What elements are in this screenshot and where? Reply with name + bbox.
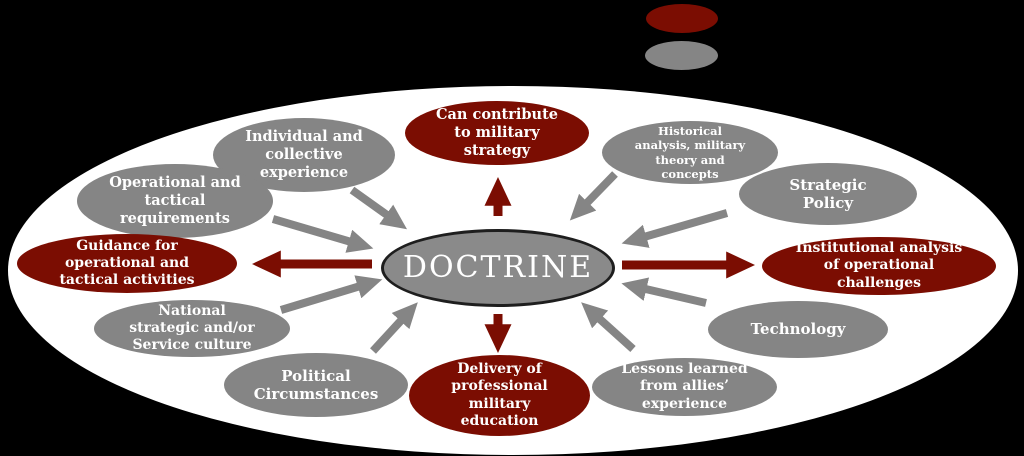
node-technology-label: Technology: [750, 320, 846, 339]
node-historical-label: Historical analysis, military theory and…: [634, 124, 746, 181]
arrow-individual-to-doctrine: [349, 186, 408, 230]
node-lessons: Lessons learned from allies’ experience: [592, 358, 777, 416]
node-political-label: Political Circumstances: [253, 366, 379, 403]
node-can-contribute: Can contribute to military strategy: [405, 101, 589, 165]
node-doctrine: DOCTRINE: [381, 229, 615, 307]
node-strategic-policy: Strategic Policy: [739, 163, 917, 225]
legend-red-ellipse-icon: [646, 4, 718, 33]
arrow-lessons-to-doctrine: [581, 302, 636, 352]
node-lessons-label: Lessons learned from allies’ experience: [621, 361, 748, 412]
arrow-technology-to-doctrine: [621, 277, 707, 307]
node-institutional-label: Institutional analysis of operational ch…: [795, 240, 963, 291]
node-operational-label: Operational and tactical requirements: [109, 174, 241, 227]
legend-gray-ellipse-icon: [645, 41, 718, 70]
node-strategic-policy-label: Strategic Policy: [789, 175, 867, 212]
arrow-operational-to-doctrine: [271, 215, 374, 253]
node-can-contribute-label: Can contribute to military strategy: [435, 106, 559, 159]
node-guidance: Guidance for operational and tactical ac…: [17, 234, 237, 293]
node-political: Political Circumstances: [224, 353, 408, 417]
arrow-historical-to-doctrine: [569, 171, 618, 221]
node-technology: Technology: [708, 301, 888, 358]
arrow-national-to-doctrine: [279, 275, 383, 314]
node-national: National strategic and/or Service cultur…: [94, 300, 290, 357]
node-individual-label: Individual and collective experience: [245, 128, 363, 181]
arrow-political-to-doctrine: [370, 302, 418, 354]
arrow-strategic-policy-to-doctrine: [621, 209, 729, 248]
node-institutional: Institutional analysis of operational ch…: [762, 237, 996, 295]
node-guidance-label: Guidance for operational and tactical ac…: [59, 237, 195, 289]
node-delivery: Delivery of professional military educat…: [409, 355, 590, 436]
node-operational: Operational and tactical requirements: [77, 164, 273, 238]
node-national-label: National strategic and/or Service cultur…: [129, 302, 255, 354]
node-historical: Historical analysis, military theory and…: [602, 121, 778, 184]
doctrine-label: DOCTRINE: [402, 249, 594, 285]
node-delivery-label: Delivery of professional military educat…: [451, 361, 548, 429]
